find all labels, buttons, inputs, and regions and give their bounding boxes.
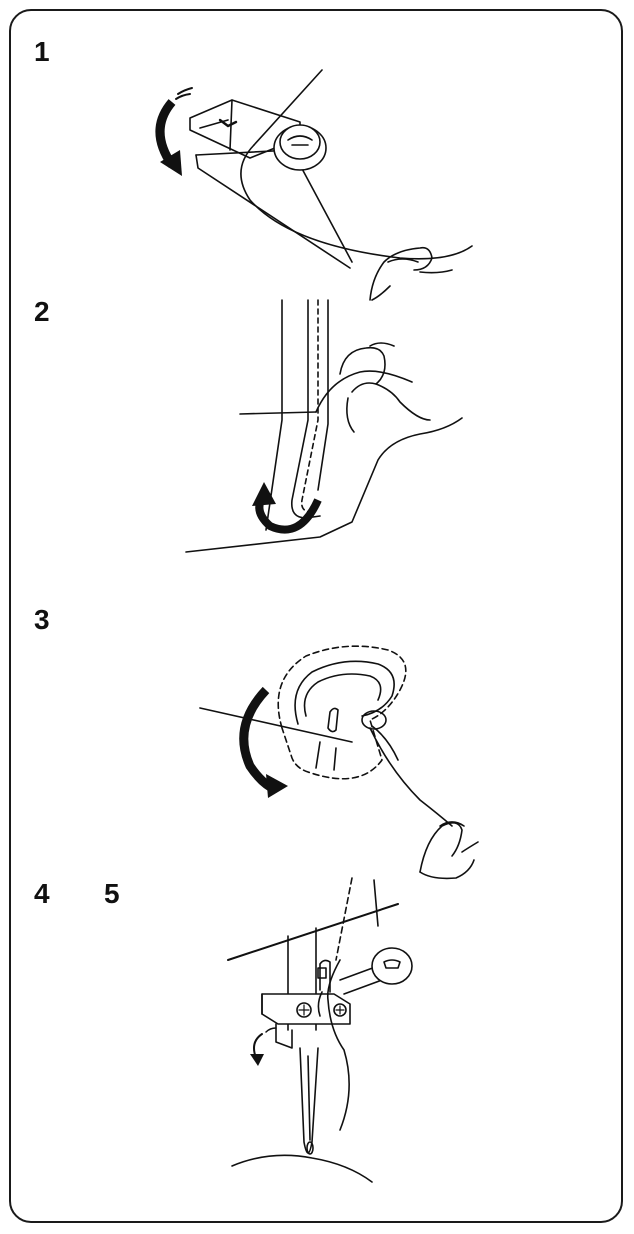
step-number-2: 2 xyxy=(34,296,50,327)
step-number-5: 5 xyxy=(104,878,120,909)
step-number-4: 4 xyxy=(34,878,50,909)
step-number-3: 3 xyxy=(34,604,50,635)
page-border xyxy=(9,9,623,1223)
step3-illustration xyxy=(200,646,478,878)
step45-illustration xyxy=(228,878,412,1182)
step-number-1: 1 xyxy=(34,36,50,67)
step2-illustration xyxy=(186,300,462,552)
step1-illustration xyxy=(160,70,472,300)
